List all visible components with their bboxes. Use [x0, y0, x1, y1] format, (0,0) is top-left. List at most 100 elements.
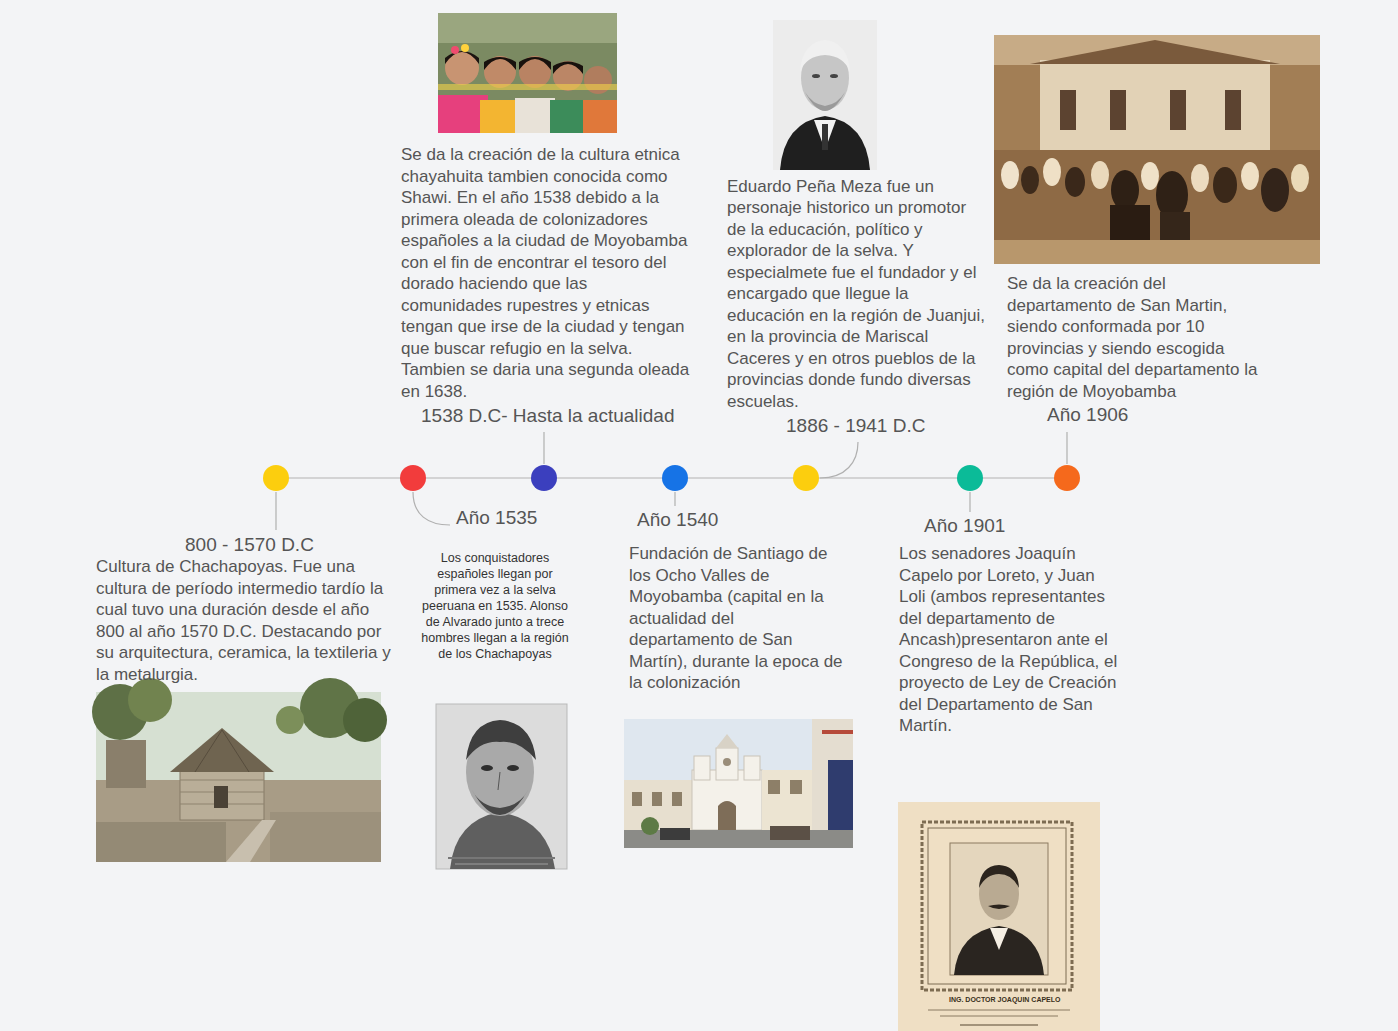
ruins-photo	[128, 678, 172, 722]
educator-portrait	[780, 116, 870, 170]
conquistador-portrait	[450, 812, 555, 869]
ruins-photo	[106, 740, 146, 788]
church-photo	[624, 719, 853, 848]
ruins-photo	[180, 768, 264, 820]
senator-portrait	[898, 802, 1100, 1031]
church-photo	[822, 730, 853, 734]
children-photo	[480, 100, 520, 133]
crowd-photo	[1225, 90, 1241, 130]
ruins-photo	[96, 822, 226, 862]
timeline-dot	[793, 465, 819, 491]
children-photo	[519, 57, 551, 70]
crowd-photo	[1156, 171, 1188, 219]
children-photo	[438, 13, 617, 43]
church-photo	[790, 780, 802, 794]
timeline-dot	[400, 465, 426, 491]
crowd-photo	[1021, 166, 1039, 194]
children-photo	[515, 98, 555, 133]
timeline-dot	[263, 465, 1080, 491]
educator-portrait	[830, 74, 838, 78]
children-photo	[445, 51, 479, 85]
crowd-photo	[1141, 162, 1159, 190]
ruins-photo	[96, 780, 381, 862]
conquistador-portrait	[507, 765, 519, 771]
church-photo	[718, 801, 736, 830]
educator-portrait	[822, 124, 828, 150]
ruins-photo	[343, 698, 387, 742]
children-photo	[438, 84, 617, 90]
ruins-photo	[214, 786, 228, 808]
event-description: Los conquistadores españoles llegan por …	[420, 550, 570, 662]
church-photo	[652, 792, 662, 806]
children-photo	[484, 57, 516, 70]
educator-portrait	[812, 74, 820, 78]
church-photo	[672, 792, 682, 806]
church-photo	[723, 758, 731, 766]
date-label: 1886 - 1941 D.C	[786, 415, 925, 437]
church-photo	[744, 756, 760, 780]
crowd-photo	[1241, 162, 1259, 190]
event-description: Fundación de Santiago de los Ocho Valles…	[629, 543, 843, 694]
ruins-photo	[226, 820, 276, 862]
children-photo	[583, 100, 617, 133]
crowd-photo	[994, 35, 1320, 264]
children-photo	[519, 56, 551, 88]
crowd-photo	[994, 150, 1320, 264]
children-photo	[553, 62, 583, 75]
senator-portrait	[898, 802, 1100, 1031]
senator-portrait	[940, 1016, 1058, 1017]
senator-portrait	[950, 843, 1048, 975]
children-photo	[438, 13, 617, 133]
senator-portrait	[960, 1024, 1038, 1026]
timeline-dot	[957, 465, 983, 491]
ruins-photo	[170, 728, 274, 772]
conquistador-portrait	[498, 772, 500, 790]
crowd-photo	[1261, 168, 1289, 212]
event-description: Se da la creación de la cultura etnica c…	[401, 144, 693, 402]
crowd-photo	[1170, 90, 1186, 130]
conquistador-portrait	[466, 720, 536, 760]
ruins-photo	[222, 730, 249, 772]
church-photo	[770, 826, 810, 840]
date-label: Año 1906	[1047, 404, 1128, 426]
date-label: Año 1901	[924, 515, 1005, 537]
date-label: 1538 D.C- Hasta la actualidad	[421, 405, 674, 427]
church-photo	[768, 780, 780, 794]
children-photo	[451, 46, 459, 54]
timeline-dot	[662, 465, 688, 491]
ruins-photo	[270, 812, 381, 862]
conquistador-portrait	[472, 790, 528, 815]
crowd-photo	[1043, 158, 1061, 186]
children-photo	[550, 100, 586, 133]
church-photo	[624, 830, 853, 848]
crowd-photo	[1060, 90, 1076, 130]
timeline-dot	[263, 465, 289, 491]
crowd-photo	[1191, 164, 1209, 192]
conquistador-portrait	[436, 704, 567, 869]
children-photo	[438, 13, 617, 133]
leader-line	[820, 442, 858, 478]
church-photo	[716, 734, 738, 748]
crowd-photo	[1110, 90, 1126, 130]
church-photo	[694, 756, 710, 780]
crowd-photo	[1030, 40, 1280, 64]
church-photo	[641, 817, 659, 835]
event-description: Se da la creación del departamento de Sa…	[1007, 273, 1265, 402]
church-photo	[812, 719, 853, 848]
date-label: Año 1540	[637, 509, 718, 531]
children-photo	[461, 44, 469, 52]
educator-portrait	[800, 40, 850, 72]
children-photo	[445, 51, 479, 64]
crowd-photo	[1110, 205, 1150, 245]
crowd-photo	[1213, 167, 1237, 203]
ruins-photo	[276, 706, 304, 734]
senator-portrait	[979, 865, 1019, 888]
crowd-photo	[994, 35, 1320, 264]
timeline-dot	[531, 465, 557, 491]
crowd-photo	[1091, 161, 1109, 189]
leader-line	[1066, 432, 1067, 464]
church-photo	[716, 748, 738, 780]
senator-portrait	[988, 905, 1010, 910]
date-label: 800 - 1570 D.C	[185, 534, 314, 556]
